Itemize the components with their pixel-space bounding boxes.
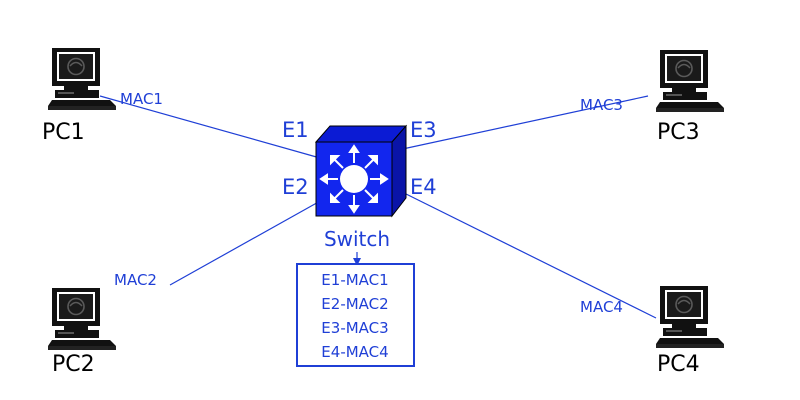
switch-label: Switch (324, 227, 390, 251)
pc2-computer-icon (47, 287, 117, 351)
mac-table-entry: E1-MAC1 (321, 271, 388, 289)
pc-name-pc4: PC4 (657, 352, 700, 377)
port-label-e2: E2 (282, 175, 309, 199)
mac-label-pc1: MAC1 (120, 90, 163, 108)
pc3-computer-icon (655, 49, 725, 113)
link-pc4 (397, 189, 657, 319)
port-label-e4: E4 (410, 175, 437, 199)
link-pc1 (99, 95, 321, 159)
mac-table-entry: E3-MAC3 (321, 319, 388, 337)
port-label-e1: E1 (282, 118, 309, 142)
pc-name-pc1: PC1 (42, 120, 85, 145)
link-pc2 (169, 199, 323, 286)
mac-table-entry: E4-MAC4 (321, 343, 388, 361)
pc4-computer-icon (655, 285, 725, 349)
mac-address-table: E1-MAC1 E2-MAC2 E3-MAC3 E4-MAC4 (296, 263, 415, 367)
mac-table-entry: E2-MAC2 (321, 295, 388, 313)
switch-icon (314, 124, 408, 218)
pc1-computer-icon (47, 47, 117, 111)
link-pc3 (397, 95, 649, 151)
port-label-e3: E3 (410, 118, 437, 142)
pc-name-pc3: PC3 (657, 120, 700, 145)
mac-label-pc3: MAC3 (580, 96, 623, 114)
mac-label-pc4: MAC4 (580, 298, 623, 316)
pc-name-pc2: PC2 (52, 352, 95, 377)
connection-lines (99, 95, 657, 319)
mac-label-pc2: MAC2 (114, 271, 157, 289)
